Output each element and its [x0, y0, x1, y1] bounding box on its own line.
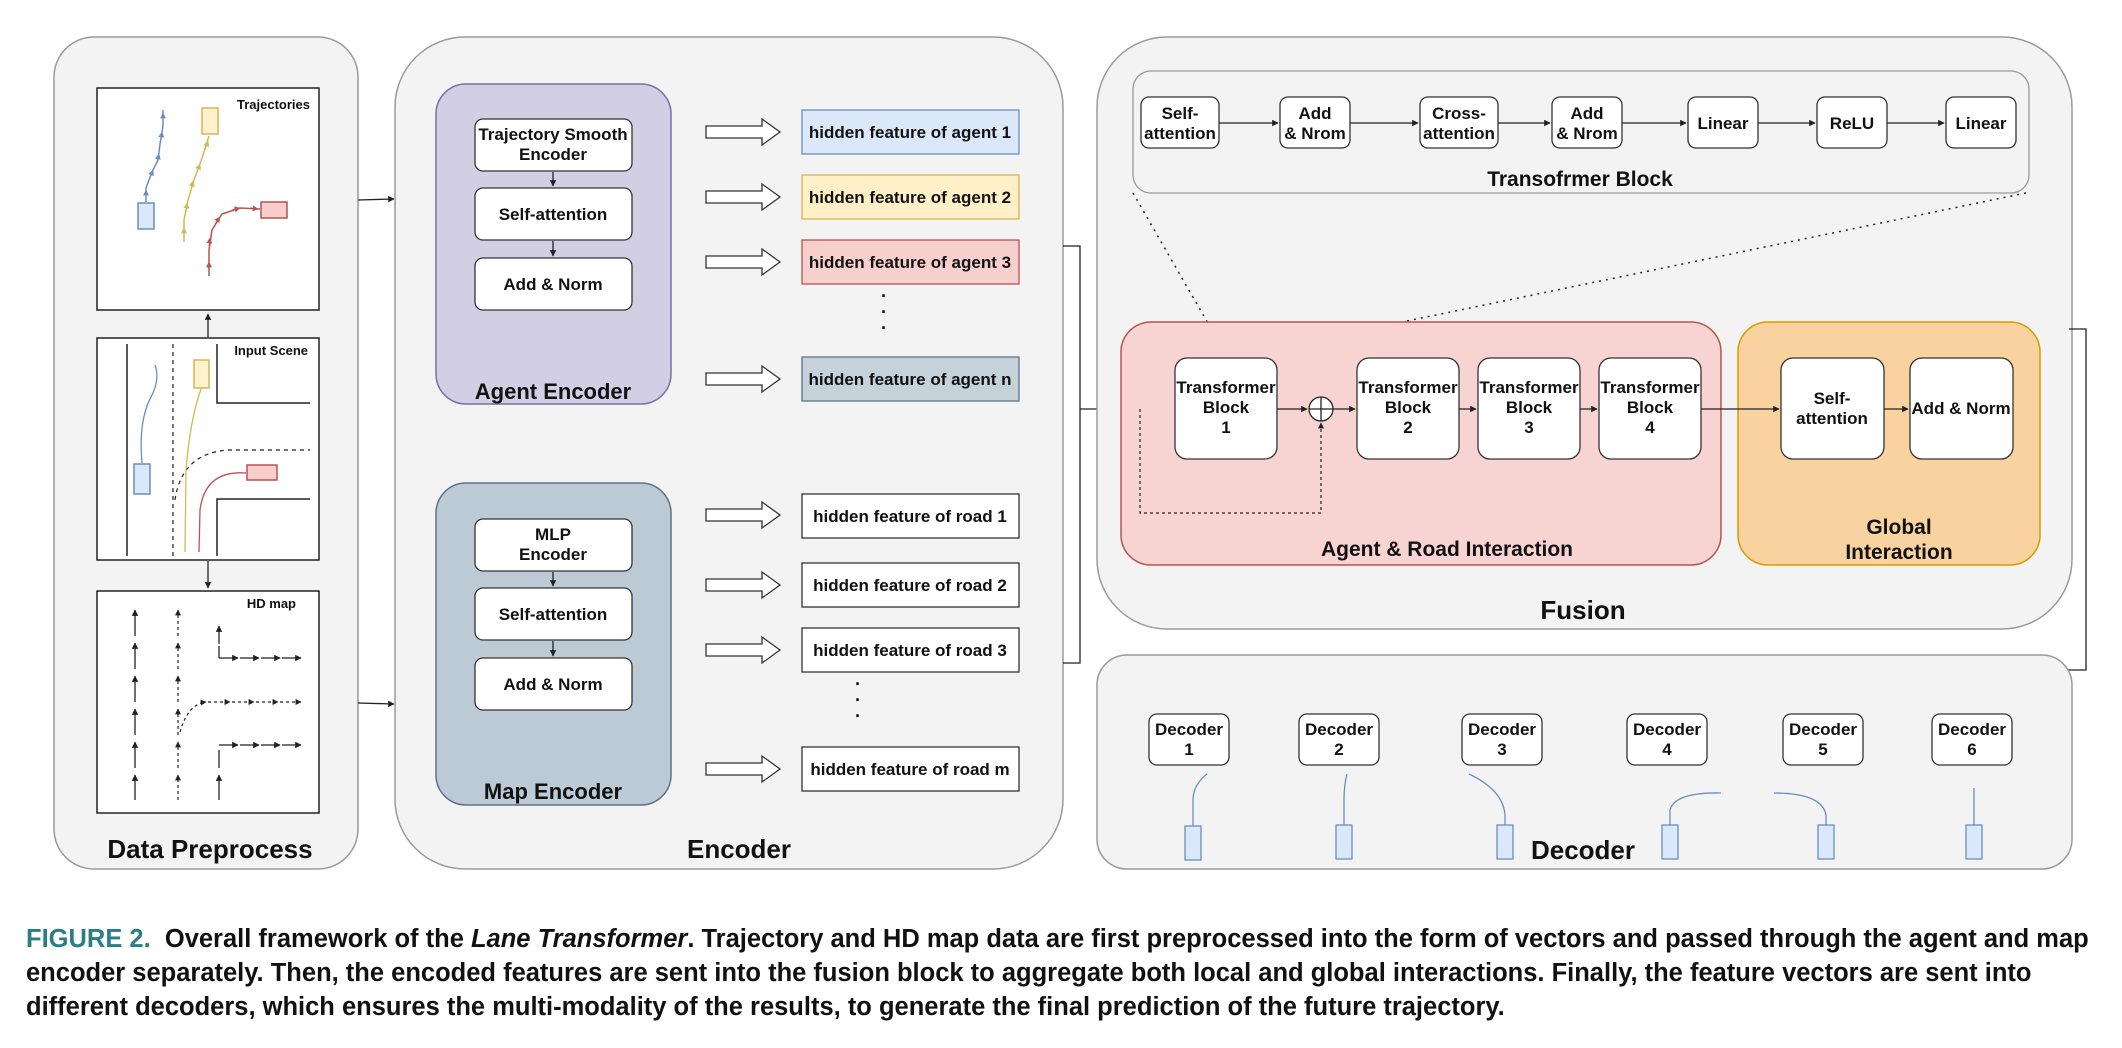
agent-feature-n: hidden feature of agent n: [808, 370, 1011, 389]
fusion-title: Fusion: [1540, 595, 1625, 625]
tb-step-linear-1: Linear: [1697, 114, 1748, 133]
map-encoder-block-3: Add & Norm: [503, 675, 602, 694]
tb-step-add-norm-1: Add& Nrom: [1284, 104, 1345, 143]
agent-feature-1: hidden feature of agent 1: [809, 123, 1011, 142]
global-add-norm: Add & Norm: [1911, 399, 2010, 418]
tb-step-relu: ReLU: [1830, 114, 1874, 133]
global-self-attention: Self-attention: [1796, 389, 1868, 428]
tb-step-linear-2: Linear: [1955, 114, 2006, 133]
agent-feature-2: hidden feature of agent 2: [809, 188, 1011, 207]
caption-text-after: . Trajectory and HD map data are first p…: [26, 925, 2089, 1021]
agent-encoder-block-2: Self-attention: [499, 205, 608, 224]
agent-encoder-block-3: Add & Norm: [503, 275, 602, 294]
figure-caption: FIGURE 2. Overall framework of the Lane …: [26, 922, 2101, 1024]
hd-map-label: HD map: [247, 596, 296, 611]
agent-feature-ellipsis: ···: [881, 286, 887, 338]
caption-text-before: Overall framework of the: [164, 925, 471, 953]
hd-map-panel: HD map: [96, 590, 320, 814]
road-feature-ellipsis: ···: [855, 674, 861, 726]
caption-italic: Lane Transformer: [470, 925, 688, 953]
decoder-title: Decoder: [1531, 835, 1635, 865]
tb-step-cross-attention: Cross-attention: [1423, 104, 1495, 143]
road-feature-3: hidden feature of road 3: [813, 641, 1007, 660]
agent-features: hidden feature of agent 1 hidden feature…: [801, 109, 1020, 402]
hollow-arrows: [705, 117, 782, 784]
input-scene-label: Input Scene: [234, 343, 308, 358]
tb-step-add-norm-2: Add& Nrom: [1556, 104, 1617, 143]
decoder-panel: Decoder: [1096, 654, 2073, 870]
caption-label: FIGURE 2.: [26, 925, 151, 953]
road-feature-2: hidden feature of road 2: [813, 576, 1007, 595]
preprocess-connectors: [204, 195, 395, 708]
transformer-block-title: Transofrmer Block: [1487, 168, 1673, 191]
agent-feature-3: hidden feature of agent 3: [809, 253, 1011, 272]
predicted-trajectories: [1184, 773, 1983, 861]
input-scene-panel: Input Scene: [96, 337, 320, 561]
map-encoder-title: Map Encoder: [484, 779, 623, 804]
road-feature-m: hidden feature of road m: [810, 760, 1009, 779]
data-preprocess-title: Data Preprocess: [107, 834, 312, 864]
road-feature-1: hidden feature of road 1: [813, 507, 1007, 526]
agent-road-interaction-title: Agent & Road Interaction: [1321, 538, 1573, 561]
encoder-title: Encoder: [687, 834, 791, 864]
trajectories-panel: Trajectories: [96, 87, 320, 311]
tb-step-self-attention: Self-attention: [1144, 104, 1216, 143]
framework-diagram: Data Preprocess Trajectories Input Scene: [53, 36, 2087, 870]
trajectories-label: Trajectories: [237, 97, 310, 112]
transformer-block-detail: Transofrmer Block Self-attention Add& Nr…: [1132, 70, 2030, 194]
map-encoder-block-2: Self-attention: [499, 605, 608, 624]
agent-encoder-title: Agent Encoder: [475, 379, 632, 404]
road-features: hidden feature of road 1 hidden feature …: [801, 493, 1020, 792]
